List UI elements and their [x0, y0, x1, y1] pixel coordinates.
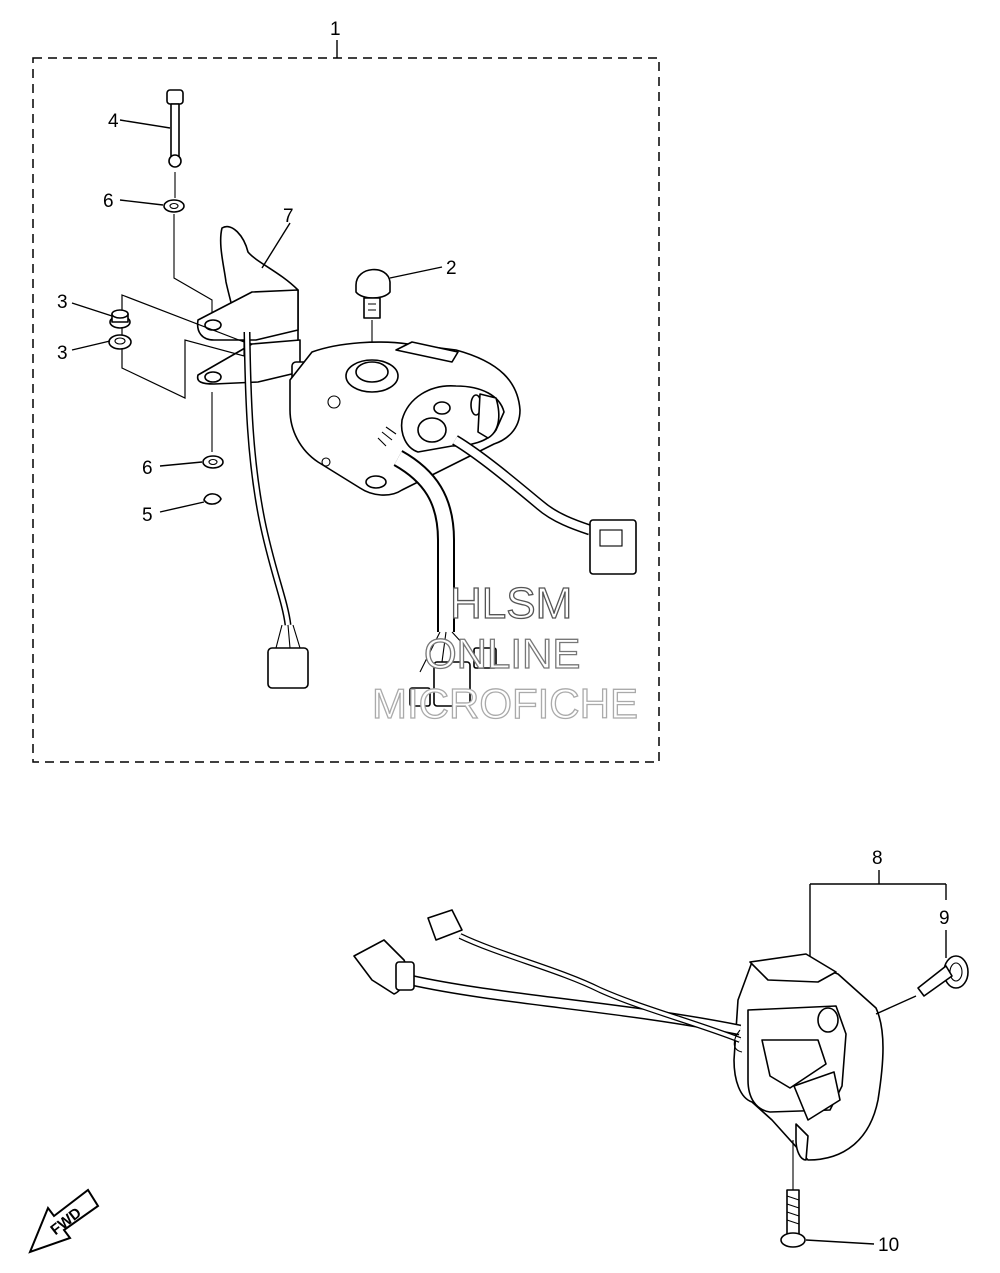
callout-6a-leader	[119, 199, 164, 206]
lever-connector-wires	[275, 624, 301, 649]
screw-axis-line	[875, 995, 917, 1015]
part-6-washer-bottom[interactable]	[202, 455, 224, 469]
callout-6b-leader	[159, 461, 203, 467]
bottom-cable-wires	[419, 631, 475, 673]
callout-7[interactable]: 7	[283, 206, 294, 227]
part-4-pin[interactable]	[166, 89, 184, 168]
upper-cable	[459, 934, 741, 1042]
callout-2-leader	[389, 266, 443, 279]
callout-1[interactable]: 1	[330, 19, 341, 40]
lever-connector[interactable]	[267, 647, 309, 689]
washer-hole	[208, 458, 218, 466]
right-connector[interactable]	[589, 519, 637, 575]
part-2-button[interactable]	[355, 268, 391, 319]
part-8-housing[interactable]	[733, 953, 884, 1161]
callout-5[interactable]: 5	[142, 505, 153, 526]
callout-6b[interactable]: 6	[142, 458, 153, 479]
callout-2[interactable]: 2	[446, 258, 457, 279]
part-9-screw[interactable]	[917, 955, 969, 997]
watermark-line1: HLSM	[450, 579, 572, 628]
cable-tie	[733, 1029, 743, 1053]
part-10-bolt[interactable]	[780, 1189, 806, 1248]
callout-4[interactable]: 4	[108, 111, 119, 132]
bottom-connector-side[interactable]	[473, 647, 497, 669]
bottom-connector-small[interactable]	[409, 687, 431, 707]
part-5-clip[interactable]	[203, 493, 222, 505]
callout-9[interactable]: 9	[939, 908, 950, 929]
callout-3a[interactable]: 3	[57, 292, 68, 313]
part-7-lever-bracket[interactable]	[196, 225, 309, 387]
part-3-nut-b[interactable]	[108, 334, 132, 350]
callout-7-leader	[261, 222, 291, 269]
right-cable	[452, 436, 592, 534]
callout-10[interactable]: 10	[878, 1235, 899, 1256]
callout-3b-leader	[71, 340, 111, 351]
callout-6a[interactable]: 6	[103, 191, 114, 212]
part-3-nut-a[interactable]	[109, 309, 131, 329]
callout-3a-leader	[71, 302, 113, 317]
assembly-1-boundary	[32, 57, 660, 763]
lower-connector-small[interactable]	[427, 909, 463, 941]
lower-connector-boot	[395, 961, 415, 991]
callout-10-leader	[805, 1239, 875, 1245]
fwd-arrow-badge: FWD	[28, 1188, 100, 1254]
part-6-washer-top[interactable]	[163, 199, 185, 213]
washer-hole	[169, 202, 179, 210]
watermark-line3: MICROFICHE	[372, 680, 638, 727]
washer-axis-line	[173, 214, 213, 322]
callout-4-leader	[119, 119, 171, 129]
switch-housing[interactable]	[289, 341, 521, 496]
bottom-connector-large[interactable]	[433, 661, 471, 707]
callout-8[interactable]: 8	[872, 848, 883, 869]
bottom-cable	[394, 451, 453, 632]
watermark-line2: ONLINE	[424, 630, 580, 677]
callout-5-leader	[159, 501, 205, 513]
callout-3b[interactable]: 3	[57, 343, 68, 364]
lever-cable	[245, 331, 290, 626]
